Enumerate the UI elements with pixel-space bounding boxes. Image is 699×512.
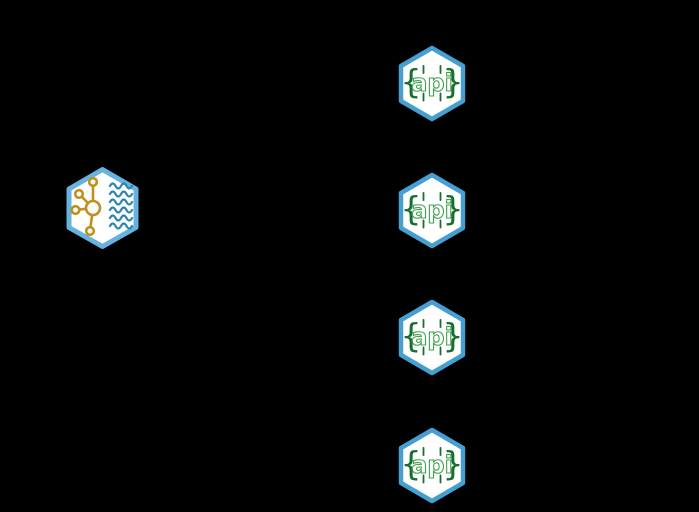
close-brace-glyph: } (443, 444, 464, 483)
api-hexagon-3: { } api (397, 299, 467, 376)
api-braces-icon: { } (401, 62, 464, 102)
hexagon-shape (398, 172, 466, 249)
api-hexagon-4: { } api (397, 427, 467, 504)
open-brace-glyph: { (401, 62, 422, 101)
api-braces-icon: { } (401, 316, 464, 356)
close-brace-glyph: } (443, 316, 464, 355)
api-braces-icon: { } (401, 444, 464, 484)
api-label: api (411, 196, 453, 224)
open-brace-glyph: { (401, 316, 422, 355)
hexagon-shape (398, 299, 466, 376)
close-brace-glyph: } (443, 62, 464, 101)
open-brace-glyph: { (401, 444, 422, 483)
event-stream-hexagon (65, 166, 140, 250)
hexagon-shape (398, 427, 466, 504)
hexagon-shape (398, 45, 466, 122)
close-brace-glyph: } (443, 189, 464, 228)
api-braces-icon: { } (401, 189, 464, 229)
api-label: api (411, 323, 453, 351)
data-waves-icon (108, 182, 134, 230)
api-hexagon-1: { } api (397, 45, 467, 122)
network-graph-icon (70, 176, 102, 237)
open-brace-glyph: { (401, 189, 422, 228)
api-label: api (411, 451, 453, 479)
api-hexagon-2: { } api (397, 172, 467, 249)
api-label: api (411, 69, 453, 97)
